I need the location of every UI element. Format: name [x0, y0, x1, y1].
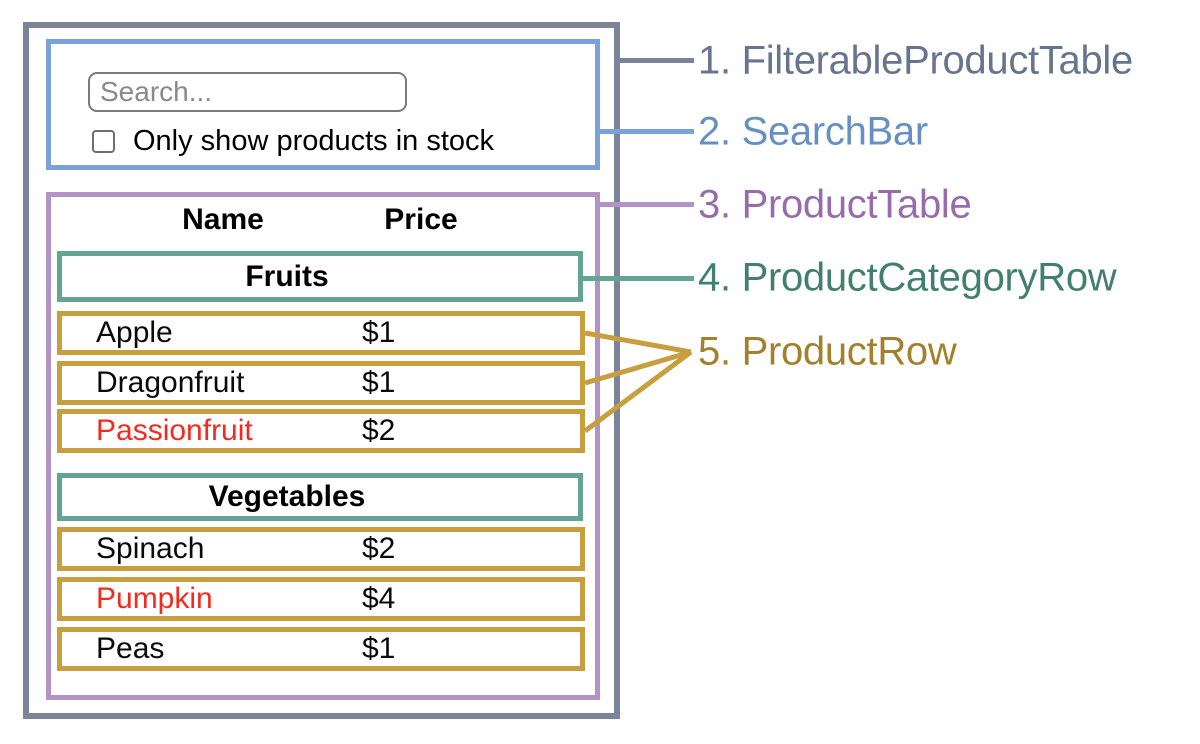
legend-item-product-row: 5. ProductRow [698, 329, 957, 374]
only-in-stock-label: Only show products in stock [133, 124, 495, 157]
legend-item-product-category-row: 4. ProductCategoryRow [698, 255, 1117, 300]
product-price: $2 [362, 414, 396, 447]
product-table-outline [46, 192, 600, 700]
search-input[interactable] [88, 72, 407, 112]
product-row: Pumpkin $4 [57, 577, 585, 621]
product-row: Apple $1 [57, 311, 585, 355]
product-name: Peas [96, 632, 165, 665]
product-row: Peas $1 [57, 627, 585, 671]
only-in-stock-checkbox[interactable] [92, 129, 115, 153]
product-name: Dragonfruit [96, 366, 245, 399]
product-name: Passionfruit [96, 414, 253, 447]
product-row: Passionfruit $2 [57, 409, 585, 453]
product-name: Apple [96, 316, 173, 349]
connector-search-bar [598, 129, 694, 134]
legend-item-filterable-product-table: 1. FilterableProductTable [698, 38, 1133, 83]
stock-filter-row: Only show products in stock [92, 125, 494, 157]
product-price: $1 [362, 316, 396, 349]
connector-product-category-row [581, 276, 694, 281]
connector-product-table [598, 202, 694, 207]
product-price: $2 [362, 532, 396, 565]
product-price: $1 [362, 632, 396, 665]
column-header-price: Price [384, 203, 458, 236]
connector-filterable-product-table [620, 58, 694, 63]
category-row-vegetables: Vegetables [57, 473, 583, 521]
product-name: Spinach [96, 532, 205, 565]
product-row: Spinach $2 [57, 527, 585, 571]
category-row-fruits: Fruits [57, 251, 583, 302]
column-header-name: Name [182, 203, 264, 236]
legend-item-search-bar: 2. SearchBar [698, 109, 928, 154]
search-bar-outline [46, 39, 600, 170]
product-price: $4 [362, 582, 396, 615]
product-price: $1 [362, 366, 396, 399]
legend-item-product-table: 3. ProductTable [698, 182, 972, 227]
product-name: Pumpkin [96, 582, 213, 615]
product-row: Dragonfruit $1 [57, 361, 585, 405]
